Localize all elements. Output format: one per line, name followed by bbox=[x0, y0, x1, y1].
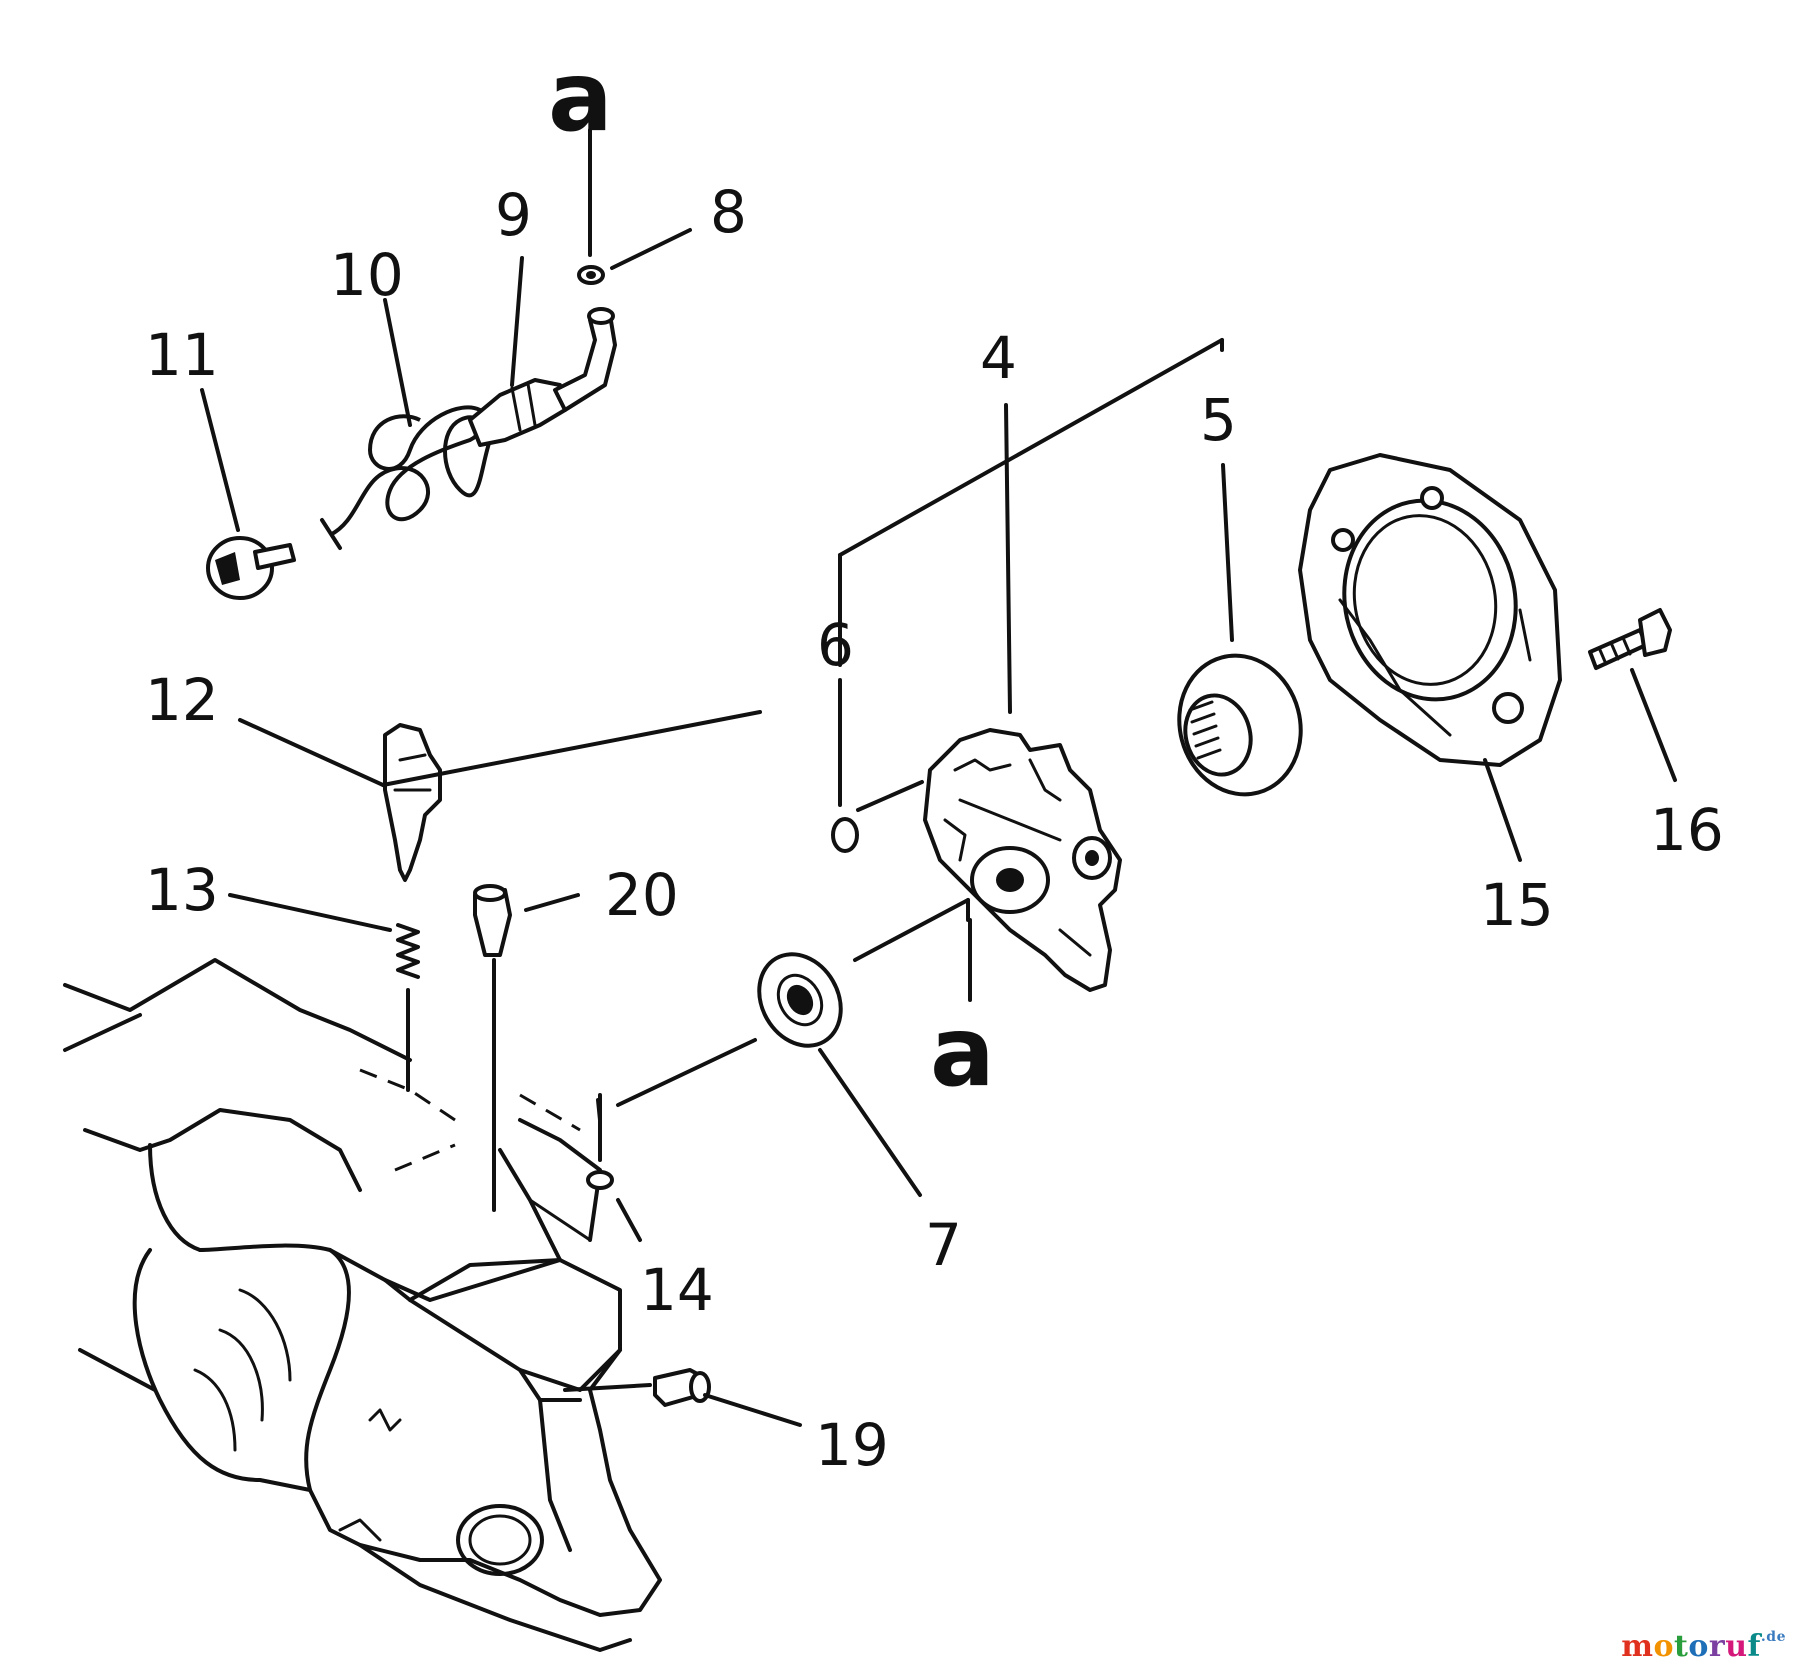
label-9: 9 bbox=[495, 181, 532, 249]
part-8-washer bbox=[577, 265, 605, 285]
part-13-spring bbox=[396, 923, 420, 979]
leader-lines bbox=[200, 128, 1677, 1427]
logo-letter: r bbox=[1708, 1629, 1726, 1664]
logo-letter: t bbox=[1674, 1629, 1689, 1664]
label-15: 15 bbox=[1480, 871, 1554, 939]
logo-letter: m bbox=[1621, 1629, 1654, 1664]
hidden-lines bbox=[359, 1068, 581, 1172]
saw-housing bbox=[63, 958, 662, 1652]
label-20: 20 bbox=[605, 861, 679, 929]
logo-letter: o bbox=[1688, 1629, 1709, 1664]
part-16-bolt bbox=[1588, 608, 1672, 670]
logo-letter: o bbox=[1653, 1629, 1675, 1664]
label-14: 14 bbox=[640, 1256, 714, 1324]
logo-letter: f bbox=[1747, 1629, 1761, 1664]
part-20-plug bbox=[473, 884, 512, 957]
label-a-top: a bbox=[548, 41, 613, 153]
part-15-guide-plate bbox=[1298, 453, 1562, 767]
label-6: 6 bbox=[817, 611, 854, 679]
part-11-knob bbox=[206, 536, 296, 600]
logo-domain: .de bbox=[1760, 1629, 1786, 1645]
part-14-nut bbox=[586, 1170, 614, 1190]
label-11: 11 bbox=[145, 321, 219, 389]
part-19-screw bbox=[653, 1368, 711, 1407]
part-12-pin bbox=[383, 723, 442, 882]
label-13: 13 bbox=[145, 856, 219, 924]
part-10-oil-hose bbox=[320, 405, 502, 550]
label-a-pump: a bbox=[930, 996, 995, 1108]
label-19: 19 bbox=[815, 1411, 889, 1479]
part-9-fitting bbox=[468, 307, 617, 447]
part-5-worm-gear bbox=[1177, 653, 1303, 797]
label-7: 7 bbox=[925, 1211, 962, 1279]
part-6-o-ring bbox=[831, 817, 859, 853]
part-7-seal bbox=[757, 952, 843, 1048]
motoruf-logo: motoruf.de bbox=[1621, 1629, 1786, 1664]
logo-letter: u bbox=[1725, 1629, 1748, 1664]
callout-labels: a a 4 5 6 7 8 9 10 11 12 13 14 15 16 19 … bbox=[145, 41, 1724, 1479]
label-12: 12 bbox=[145, 666, 219, 734]
label-16: 16 bbox=[1650, 796, 1724, 864]
label-10: 10 bbox=[330, 241, 404, 309]
label-4: 4 bbox=[980, 324, 1017, 392]
label-8: 8 bbox=[710, 178, 747, 246]
label-5: 5 bbox=[1200, 386, 1237, 454]
part-4-oil-pump bbox=[923, 728, 1122, 992]
